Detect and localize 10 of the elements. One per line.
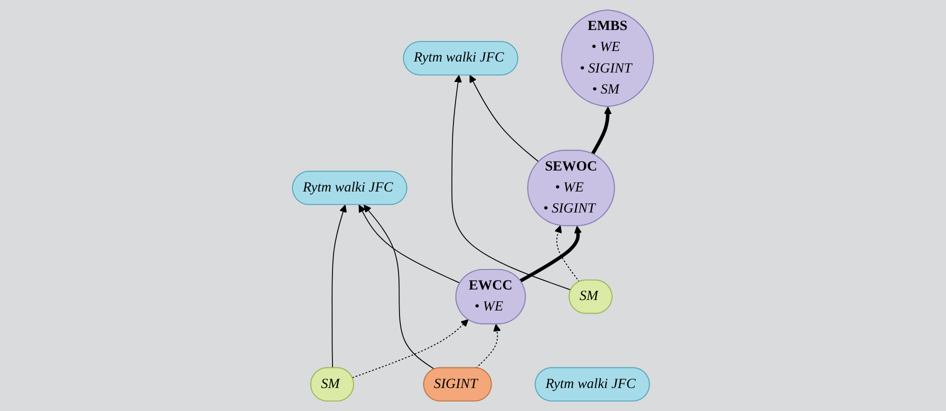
arrow: [554, 225, 580, 282]
arrow: [476, 324, 501, 369]
arrow: [451, 74, 572, 291]
arrow: [352, 319, 469, 378]
arrow: [364, 204, 435, 370]
arrow: [358, 204, 461, 284]
arrow: [591, 106, 612, 155]
arrow: [332, 204, 347, 369]
arrow: [470, 74, 540, 162]
arrow: [520, 226, 582, 282]
